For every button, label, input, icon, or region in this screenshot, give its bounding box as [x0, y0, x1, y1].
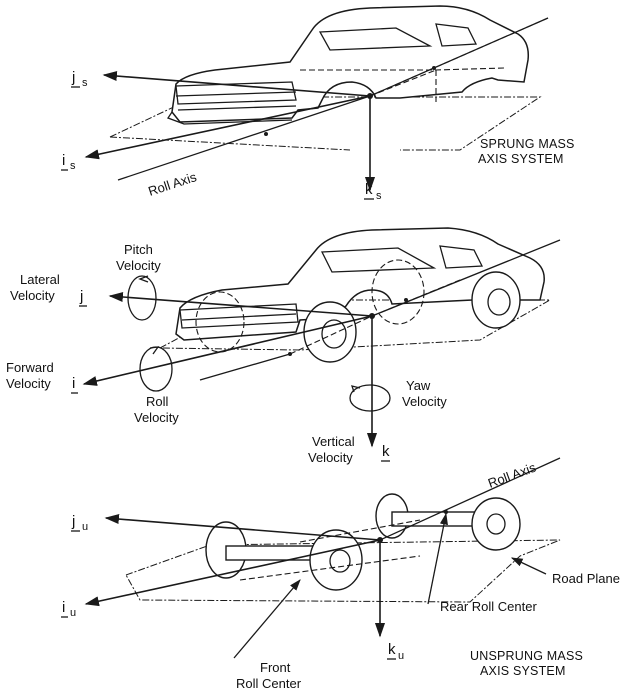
velocity-rear-wheel [471, 271, 521, 329]
front-axle-assembly [205, 521, 363, 591]
yaw-label-line2: Velocity [402, 394, 447, 409]
sprung-car-body [167, 5, 530, 125]
unsprung-j-subscript: u [82, 521, 88, 533]
front-roll-center-line2: Roll Center [236, 676, 302, 691]
forward-symbol: i [72, 375, 75, 392]
vertical-label-line2: Velocity [308, 450, 353, 465]
pitch-label-line2: Velocity [116, 258, 161, 273]
front-roll-center-line1: Front [260, 660, 291, 675]
rear-roll-center-label: Rear Roll Center [440, 599, 537, 614]
sprung-i-label: i [62, 152, 65, 169]
unsprung-mass-panel: j u i u k u Roll Axis Road Plane Rear Ro… [61, 457, 620, 691]
sprung-title-line1: SPRUNG MASS [480, 137, 575, 151]
lateral-velocity-arrow [108, 291, 373, 317]
unsprung-title-line2: AXIS SYSTEM [480, 664, 566, 678]
vertical-label-line1: Vertical [312, 434, 355, 449]
velocity-front-wheel [303, 301, 357, 363]
forward-label-line2: Velocity [6, 376, 51, 391]
lateral-label-line2: Velocity [10, 288, 55, 303]
velocities-panel: Pitch Velocity Lateral Velocity j Forwar… [6, 227, 561, 465]
pitch-label-line1: Pitch [124, 242, 153, 257]
sprung-i-axis-arrow [84, 95, 371, 160]
unsprung-j-label: j [71, 513, 75, 530]
road-plane-label: Road Plane [552, 571, 620, 586]
lateral-label-line1: Lateral [20, 272, 60, 287]
unsprung-roll-axis-label: Roll Axis [486, 460, 538, 491]
unsprung-i-label: i [62, 599, 65, 616]
unsprung-k-subscript: u [398, 650, 404, 662]
sprung-j-axis-arrow [102, 70, 371, 97]
unsprung-i-axis-arrow [84, 539, 381, 607]
roll-label-line2: Velocity [134, 410, 179, 425]
forward-velocity-arrow [82, 315, 373, 386]
sprung-mass-panel: j s i s k s Roll Axis SPRUNG MASS AXIS S… [61, 5, 575, 202]
yaw-velocity-symbol [349, 384, 391, 412]
pitch-velocity-symbol [127, 275, 157, 321]
road-plane [125, 539, 561, 603]
roll-velocity-symbol [139, 346, 173, 392]
yaw-label-line1: Yaw [406, 378, 431, 393]
unsprung-k-label: k [388, 641, 396, 658]
forward-label-line1: Forward [6, 360, 54, 375]
unsprung-roll-axis-line [379, 457, 561, 541]
unsprung-title-line1: UNSPRUNG MASS [470, 649, 583, 663]
sprung-roll-axis-label: Roll Axis [146, 169, 199, 199]
sprung-j-label: j [71, 69, 75, 86]
roll-label-line1: Roll [146, 394, 169, 409]
sprung-i-subscript: s [70, 160, 76, 172]
unsprung-i-subscript: u [70, 607, 76, 619]
sprung-roll-axis-line [117, 95, 371, 181]
sprung-ground-plane [109, 96, 542, 151]
sprung-j-subscript: s [82, 77, 88, 89]
sprung-k-subscript: s [376, 190, 382, 202]
unsprung-j-axis-arrow [104, 514, 381, 541]
lateral-symbol: j [79, 288, 83, 305]
sprung-k-label: k [365, 181, 373, 198]
rear-axle-assembly [375, 493, 521, 551]
vertical-symbol: k [382, 443, 390, 460]
sprung-title-line2: AXIS SYSTEM [478, 152, 564, 166]
